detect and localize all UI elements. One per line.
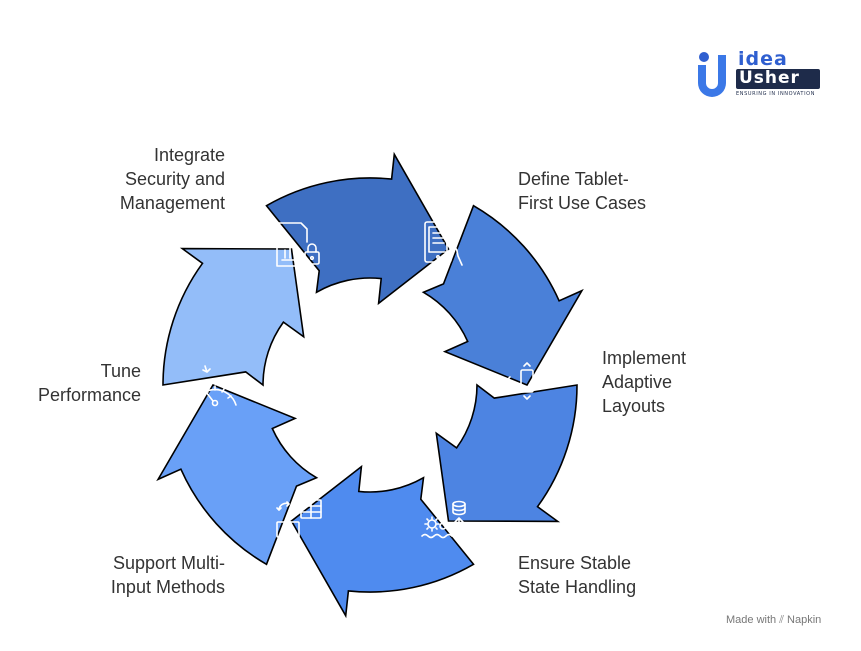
step-label-line: Integrate	[153, 145, 225, 165]
made-with-text: Made with	[726, 614, 777, 626]
cycle-segments	[156, 151, 584, 619]
step-label-tune-performance: Tune Performance	[38, 359, 141, 407]
step-label-line: Management	[119, 193, 225, 213]
logo-tagline: ENSURING IN INNOVATION	[736, 91, 816, 97]
step-label-line: Security and	[124, 169, 225, 189]
step-label-multi-input: Support Multi- Input Methods	[111, 551, 225, 599]
step-label-line: Layouts	[602, 396, 666, 416]
logo-text-bottom: Usher	[739, 68, 800, 88]
step-label-line: Tune	[100, 361, 141, 381]
segment-state-handling	[435, 383, 578, 523]
step-label-line: Adaptive	[602, 372, 673, 392]
segment-define-use-cases	[265, 151, 450, 306]
step-label-line: Support Multi-	[112, 553, 225, 573]
logo-text-top: idea	[738, 48, 788, 70]
step-label-adaptive-layouts: Implement Adaptive Layouts	[602, 346, 686, 418]
step-label-line: First Use Cases	[518, 193, 647, 213]
tablet-touch-icon	[424, 221, 463, 266]
logo-mark-icon	[698, 52, 726, 97]
step-label-line: Performance	[37, 385, 141, 405]
napkin-brand: Napkin	[787, 614, 822, 626]
multi-input-devices-icon	[276, 499, 322, 543]
speedometer-icon	[193, 365, 237, 407]
step-label-line: Input Methods	[110, 577, 225, 597]
resize-horizontal-icon	[505, 362, 549, 400]
step-label-line: Implement	[602, 348, 687, 368]
step-label-line: State Handling	[518, 577, 637, 597]
segment-tune-performance	[156, 383, 319, 566]
database-gears-icon	[421, 500, 466, 539]
napkin-icon: ⫽	[779, 614, 785, 626]
step-label-define-use-cases: Define Tablet- First Use Cases	[518, 167, 646, 215]
segment-adaptive-layouts	[421, 204, 584, 387]
step-label-line: Define Tablet-	[518, 169, 629, 189]
step-label-line: Ensure Stable	[518, 553, 632, 573]
segment-security-management	[162, 247, 305, 387]
secure-report-icon	[276, 222, 320, 267]
logo-bar	[736, 69, 820, 89]
napkin-credit: Made with⫽Napkin	[726, 614, 821, 627]
cycle-icons	[193, 221, 549, 543]
segment-multi-input	[290, 464, 475, 619]
idea-usher-logo: idea Usher ENSURING IN INNOVATION	[694, 47, 824, 103]
step-label-state-handling: Ensure Stable State Handling	[518, 551, 636, 599]
step-label-security-management: Integrate Security and Management	[120, 143, 225, 215]
